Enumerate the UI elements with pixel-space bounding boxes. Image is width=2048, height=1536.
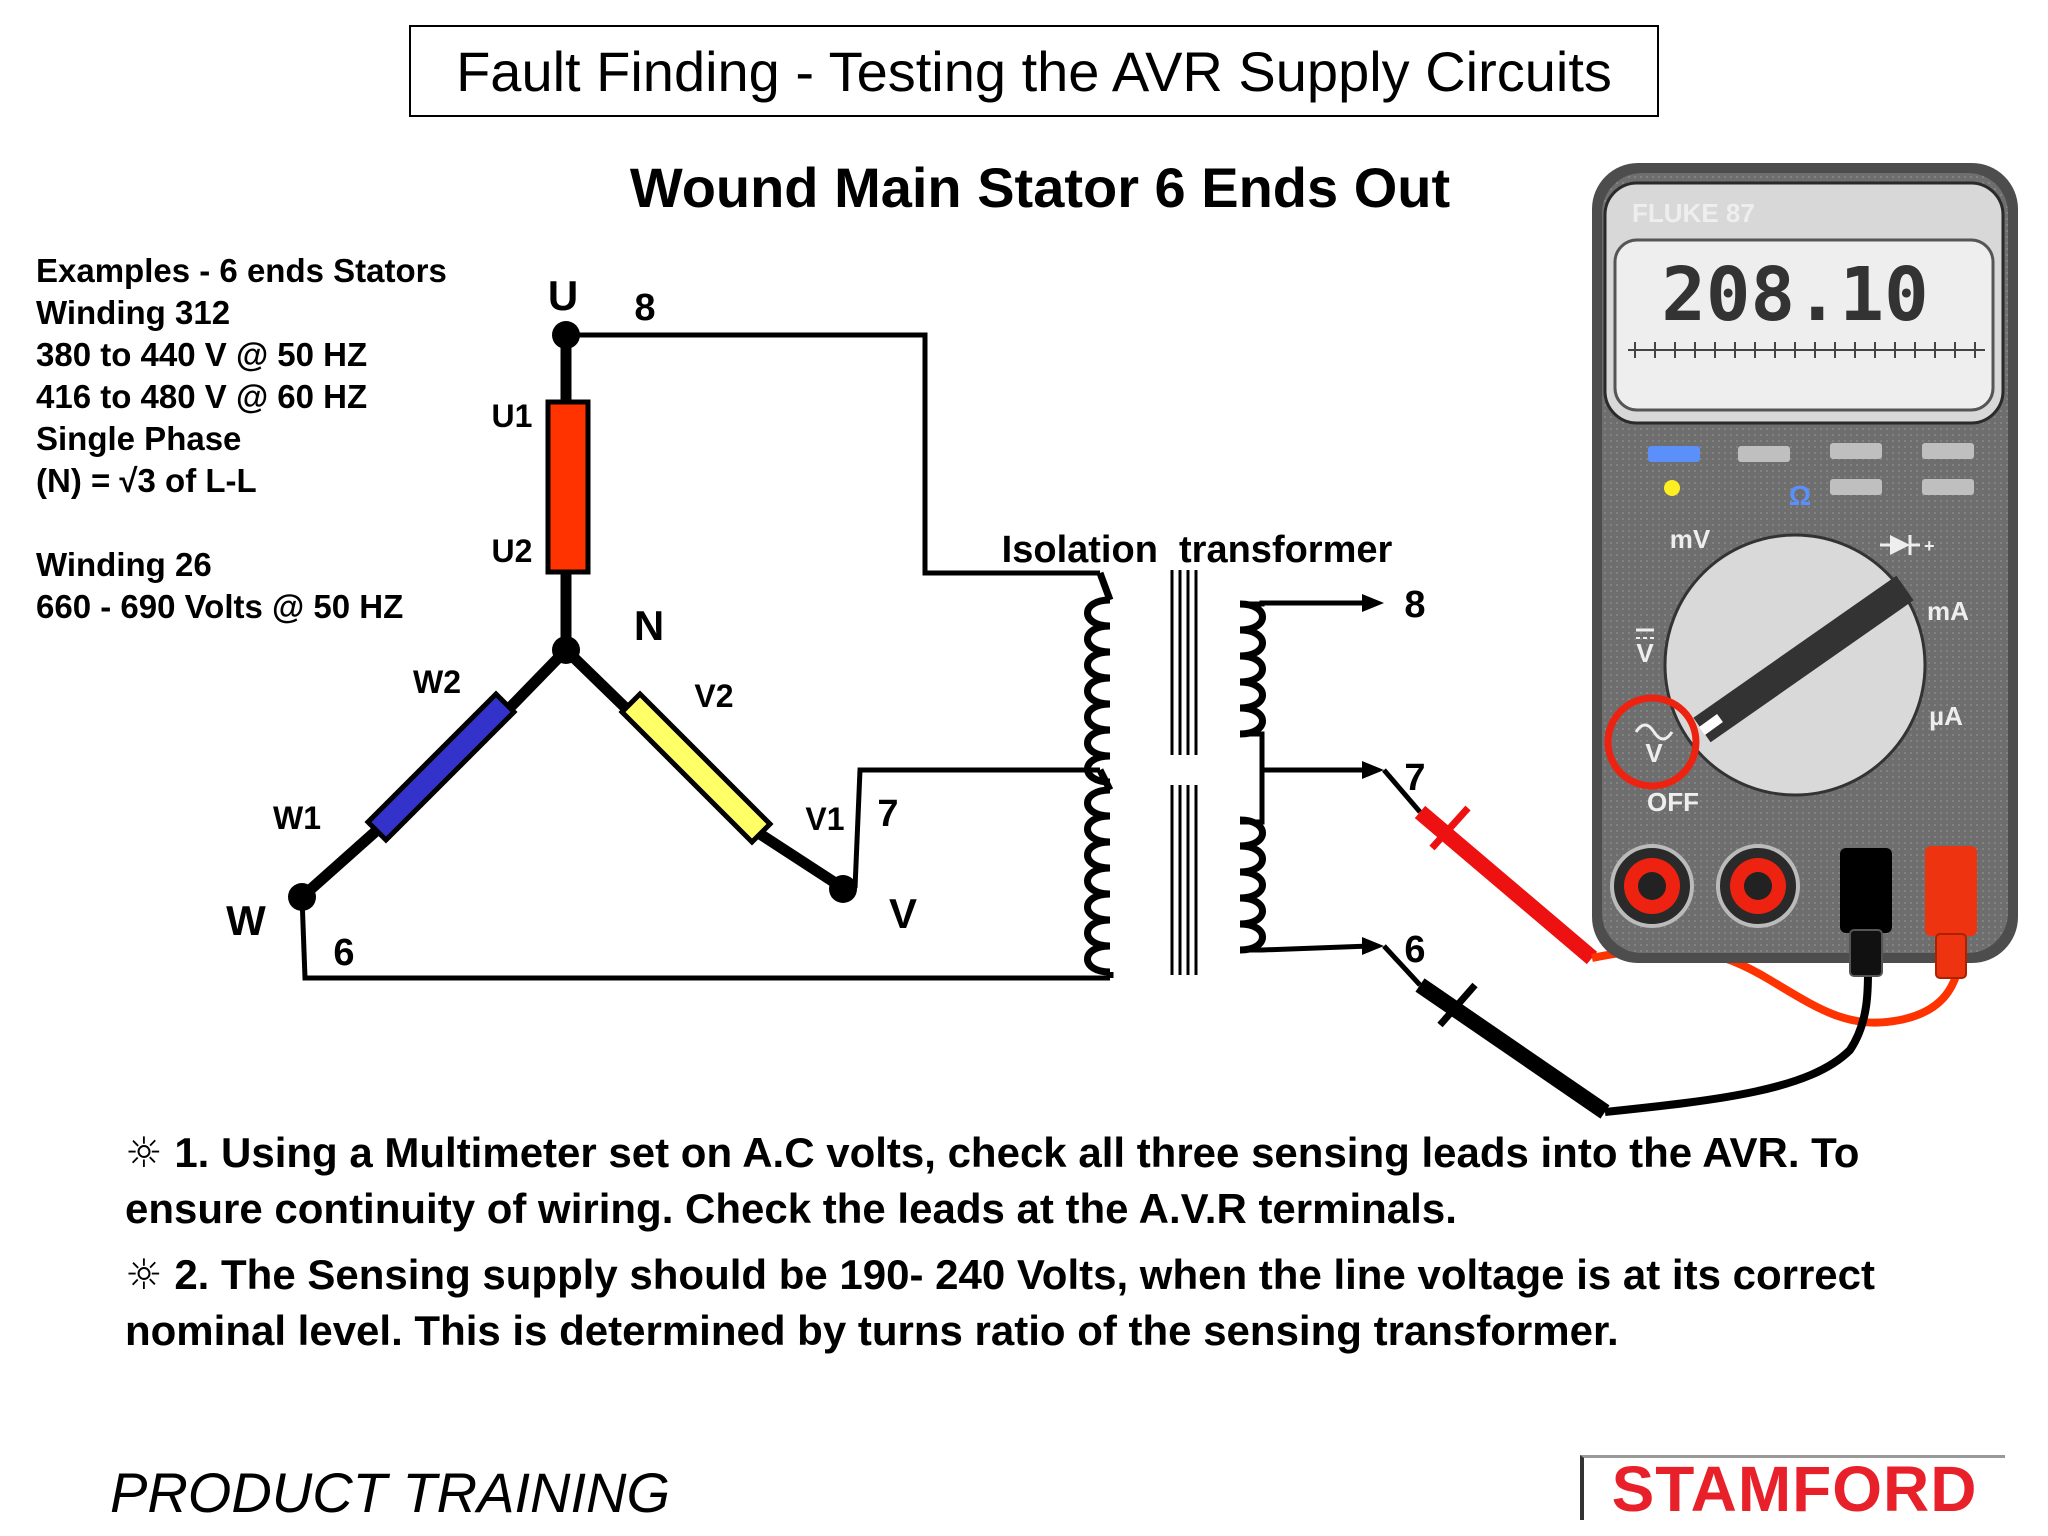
examples-line: (N) = √3 of L-L <box>36 462 257 499</box>
dial-label-ua: µA <box>1929 701 1963 731</box>
label-v: V <box>889 890 917 937</box>
diagram-subtitle: Wound Main Stator 6 Ends Out <box>629 156 1451 219</box>
sensing-leads <box>299 332 1110 981</box>
diode-icon: + <box>1880 535 1935 556</box>
diagram-labels: U 8 U1 U2 N W2 V2 W1 V1 7 W 6 V Isolatio… <box>226 272 1425 974</box>
meter-button[interactable] <box>1830 443 1882 459</box>
label-u2: U2 <box>492 533 533 569</box>
sun-bullet-icon: ☼ <box>125 1250 163 1299</box>
label-v1: V1 <box>805 801 844 837</box>
examples-line: Winding 26 <box>36 546 212 583</box>
footer-product-training: PRODUCT TRAINING <box>110 1461 670 1524</box>
winding-u <box>545 399 591 575</box>
terminal-v <box>829 875 857 903</box>
lead-7-wire <box>852 767 1100 889</box>
arrow-7 <box>1362 761 1384 779</box>
input-jack-ma[interactable] <box>1716 844 1800 928</box>
dial-label-vdc: V <box>1636 638 1654 668</box>
meter-button[interactable] <box>1922 479 1974 495</box>
dial-label-vac: V <box>1645 738 1663 768</box>
label-n: N <box>634 602 664 649</box>
neutral-point <box>552 636 580 664</box>
stamford-logo: STAMFORD <box>1580 1455 2005 1521</box>
step-text: 2. The Sensing supply should be 190- 240… <box>125 1251 1875 1354</box>
label-lead-7: 7 <box>877 793 898 835</box>
step-item: ☼ 1. Using a Multimeter set on A.C volts… <box>125 1125 2005 1237</box>
examples-line: 416 to 480 V @ 60 HZ <box>36 378 368 415</box>
lead-6-wire <box>299 896 1110 981</box>
label-w: W <box>226 897 266 944</box>
label-v2: V2 <box>694 678 733 714</box>
winding-v <box>618 690 774 846</box>
input-jack-common[interactable] <box>1610 844 1694 928</box>
examples-line: Single Phase <box>36 420 242 457</box>
multimeter: FLUKE 87 208.10 Ω mV mA µA OFF V <box>1592 163 2018 979</box>
step-item: ☼ 2. The Sensing supply should be 190- 2… <box>125 1247 2005 1359</box>
label-lead-8: 8 <box>634 287 655 329</box>
meter-button[interactable] <box>1738 446 1790 462</box>
label-u1: U1 <box>492 398 533 434</box>
dial-pointer <box>1693 575 1914 743</box>
meter-brand: FLUKE 87 <box>1632 198 1755 228</box>
meter-display <box>1613 238 1995 412</box>
lead-8-wire <box>566 332 1100 576</box>
meter-indicator-led <box>1664 480 1680 496</box>
step-text: 1. Using a Multimeter set on A.C volts, … <box>125 1129 1860 1232</box>
sun-bullet-icon: ☼ <box>125 1128 163 1177</box>
label-w2: W2 <box>413 664 461 700</box>
examples-panel: Examples - 6 ends Stators Winding 312 38… <box>36 250 447 628</box>
label-out-8: 8 <box>1404 584 1425 626</box>
meter-reading: 208.10 <box>1661 252 1928 338</box>
winding-w <box>364 690 518 844</box>
page-title: Fault Finding - Testing the AVR Supply C… <box>456 39 1612 103</box>
title-box: Fault Finding - Testing the AVR Supply C… <box>409 25 1659 117</box>
label-out-6: 6 <box>1404 929 1425 971</box>
svg-text:+: + <box>1924 536 1935 556</box>
arrow-6 <box>1362 937 1384 955</box>
meter-button[interactable] <box>1830 479 1882 495</box>
transformer-label: Isolation transformer <box>1002 529 1393 571</box>
examples-line: Winding 312 <box>36 294 231 331</box>
label-out-7: 7 <box>1404 757 1425 799</box>
instruction-steps: ☼ 1. Using a Multimeter set on A.C volts… <box>125 1125 2005 1369</box>
red-probe-plug[interactable] <box>1925 846 1977 979</box>
dial-ohm-label: Ω <box>1789 480 1811 511</box>
meter-button[interactable] <box>1922 443 1974 459</box>
examples-line: 380 to 440 V @ 50 HZ <box>36 336 368 373</box>
label-lead-6: 6 <box>333 932 354 974</box>
ac-volts-highlight-ring <box>1604 694 1700 790</box>
stator-winding <box>288 321 857 911</box>
dial-label-mv: mV <box>1670 524 1711 554</box>
dial-label-ma: mA <box>1927 596 1969 626</box>
label-u: U <box>548 272 578 319</box>
dial-label-off: OFF <box>1647 787 1699 817</box>
ac-wave-icon <box>1634 723 1674 741</box>
examples-line: Examples - 6 ends Stators <box>36 252 447 289</box>
meter-button-blue[interactable] <box>1648 446 1700 462</box>
examples-line: 660 - 690 Volts @ 50 HZ <box>36 588 404 625</box>
label-w1: W1 <box>273 800 321 836</box>
black-probe-plug[interactable] <box>1840 848 1892 977</box>
arrow-8 <box>1362 594 1384 612</box>
isolation-transformer <box>1084 570 1371 978</box>
